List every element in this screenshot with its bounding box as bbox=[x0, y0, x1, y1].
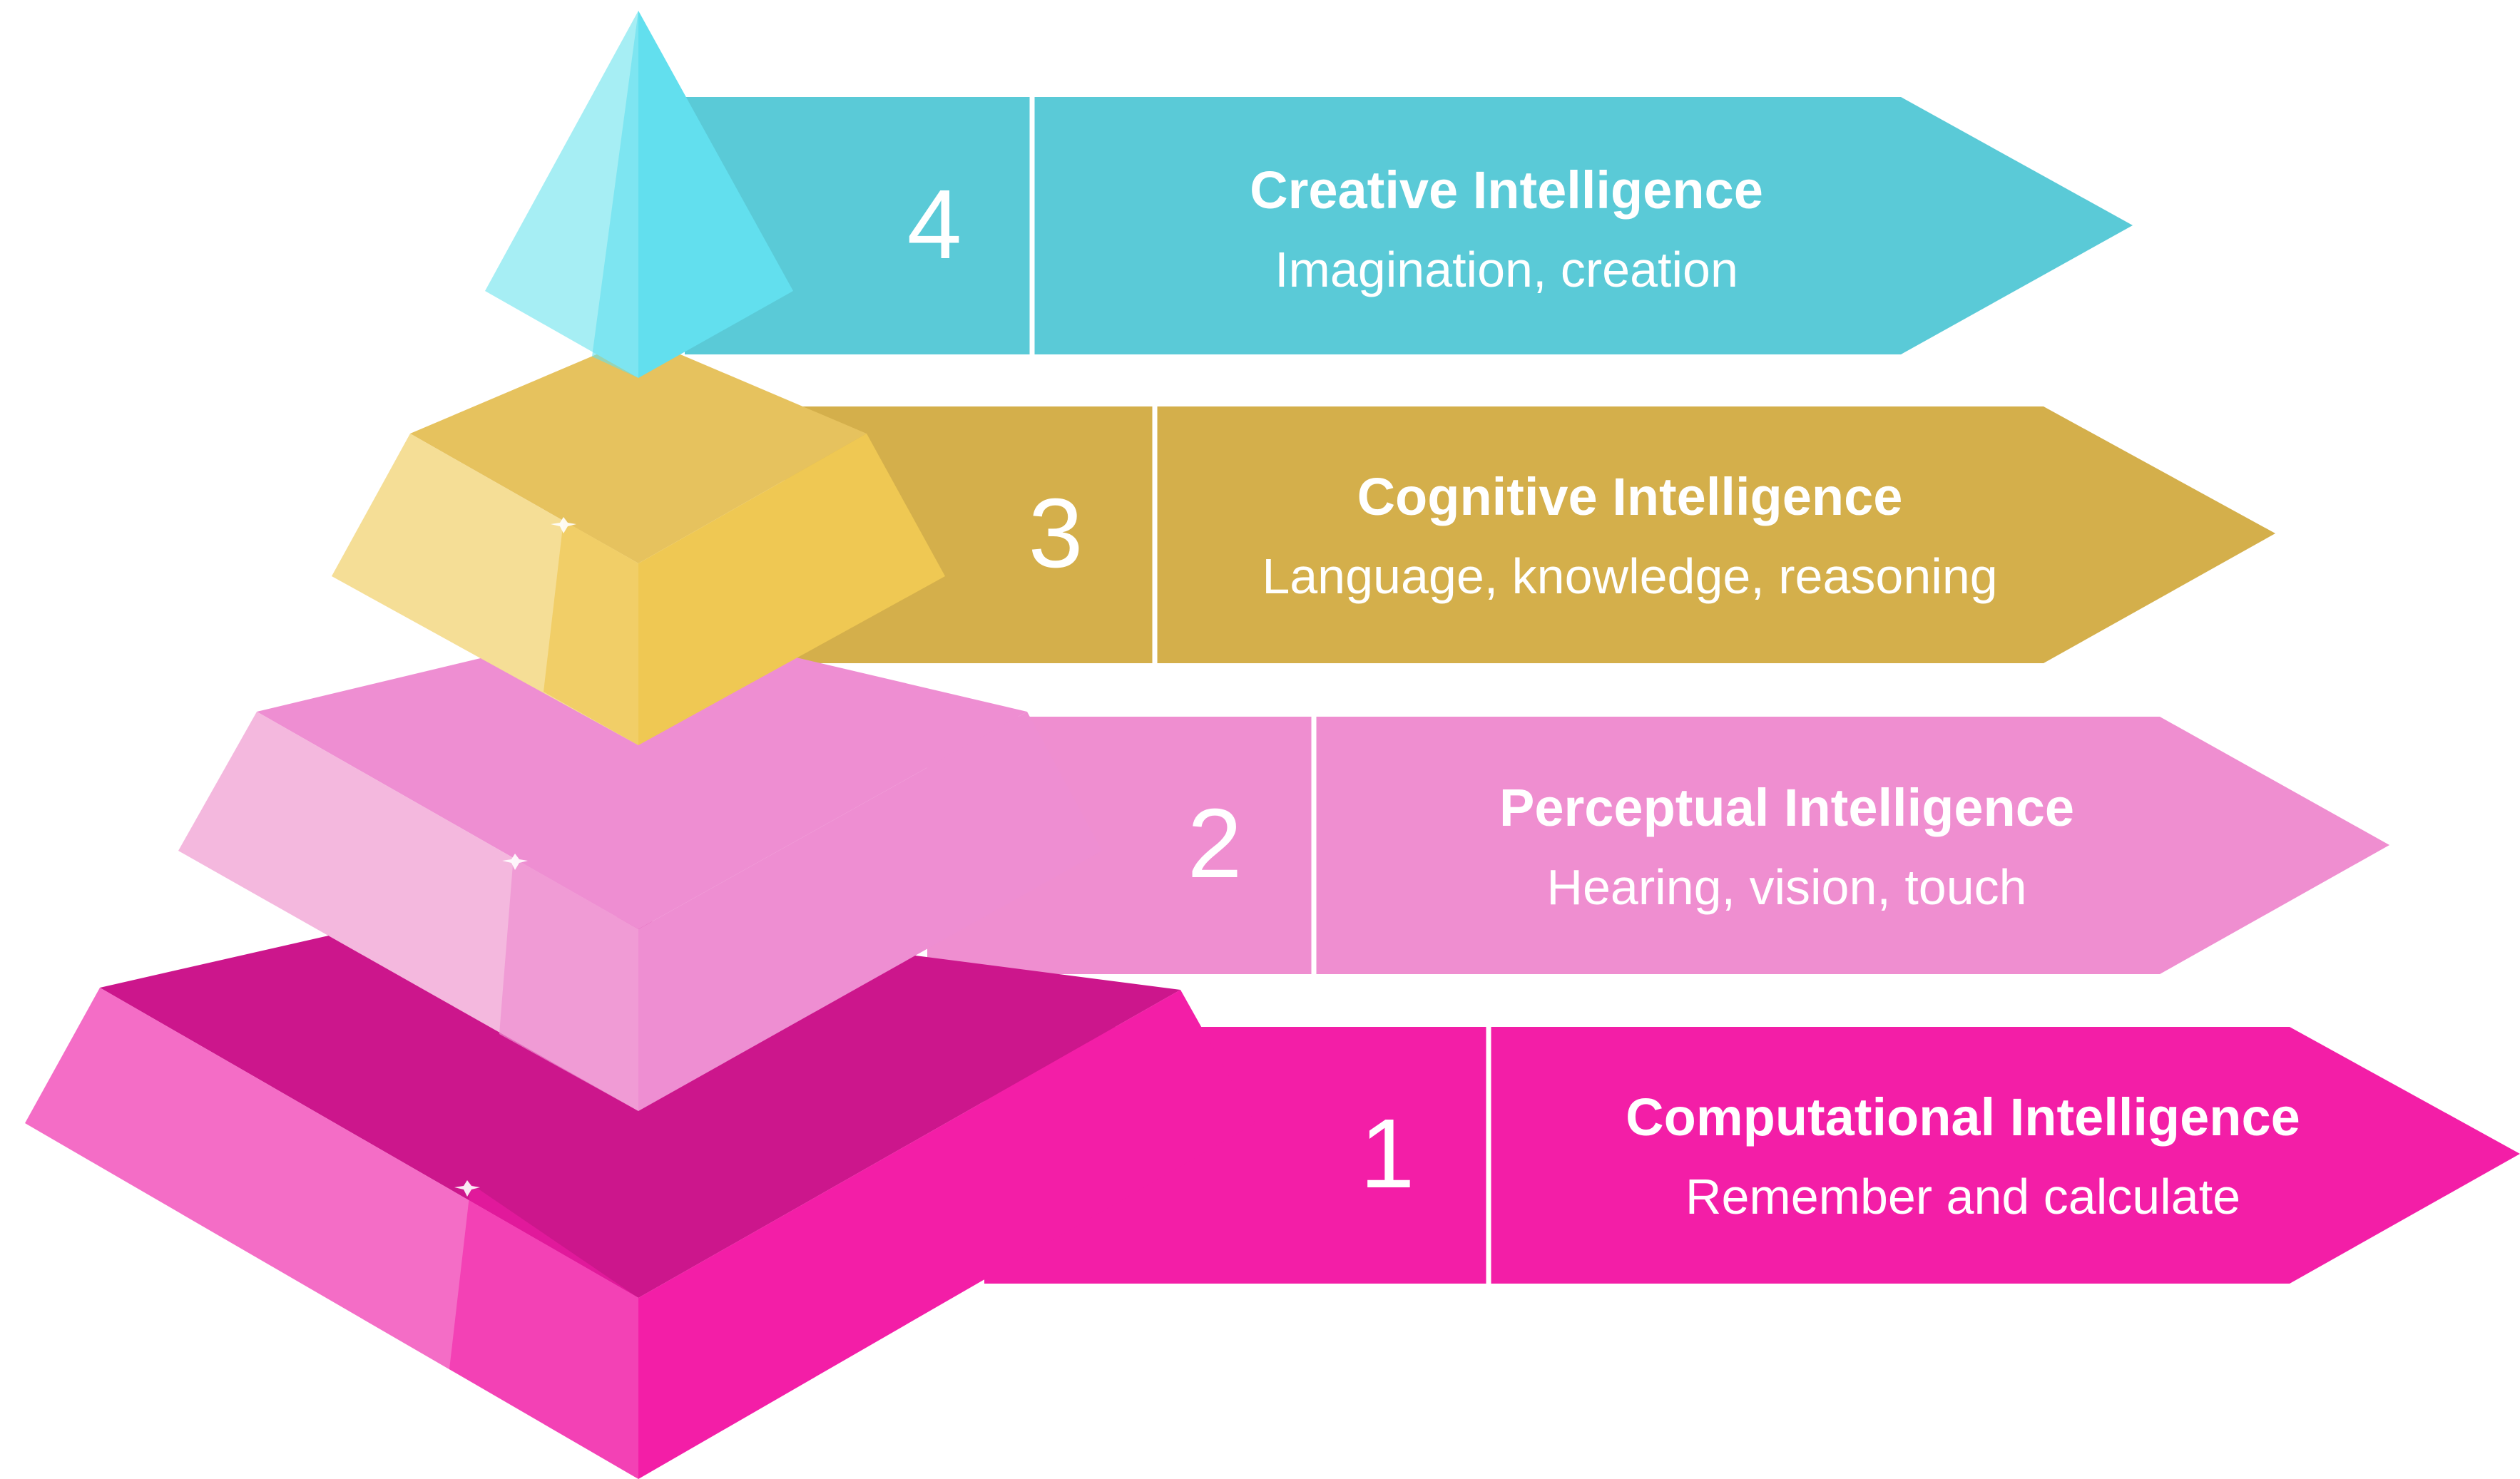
level-1-number: 1 bbox=[1360, 1099, 1415, 1209]
tier-1-shade bbox=[449, 1184, 638, 1479]
level-4-subtitle: Imagination, creation bbox=[1275, 242, 1738, 297]
sparkle-3 bbox=[454, 1180, 480, 1197]
banner-1-shape bbox=[984, 1027, 2520, 1284]
banner-4-shape bbox=[685, 97, 2133, 354]
level-1-title: Computational Intelligence bbox=[1626, 1088, 2300, 1147]
tier-2-shade bbox=[499, 856, 638, 1111]
level-3-title: Cognitive Intelligence bbox=[1357, 467, 1903, 526]
tier-2-top-face bbox=[257, 620, 1027, 929]
banner-level-2: 2 Perceptual Intelligence Hearing, visio… bbox=[927, 717, 2389, 974]
sparkle-2 bbox=[502, 854, 528, 870]
tier-1-right-face bbox=[638, 990, 1255, 1479]
level-1-subtitle: Remember and calculate bbox=[1685, 1169, 2240, 1224]
banner-level-4: 4 Creative Intelligence Imagination, cre… bbox=[685, 97, 2133, 354]
level-4-number: 4 bbox=[907, 170, 962, 280]
banner-3-shape bbox=[785, 406, 2275, 663]
level-3-number: 3 bbox=[1029, 478, 1083, 588]
pyramid-tier-2 bbox=[178, 620, 1102, 1111]
sparkle-1 bbox=[551, 517, 576, 533]
level-3-subtitle: Language, knowledge, reasoning bbox=[1262, 548, 1997, 604]
level-2-title: Perceptual Intelligence bbox=[1499, 778, 2074, 837]
tier-2-right-face bbox=[638, 712, 1102, 1111]
tier-3-top-face bbox=[410, 337, 867, 563]
pyramid-tier-4 bbox=[485, 11, 793, 378]
tier-3-right-face bbox=[638, 434, 945, 745]
level-2-number: 2 bbox=[1188, 789, 1243, 899]
tier-4-left-face bbox=[485, 11, 638, 378]
banner-2-shape bbox=[927, 717, 2389, 974]
level-4-title: Creative Intelligence bbox=[1250, 160, 1763, 220]
tier-4-shade bbox=[592, 11, 638, 378]
pyramid-tier-3 bbox=[332, 337, 945, 745]
tier-3-shade bbox=[544, 521, 638, 745]
banner-level-1: 1 Computational Intelligence Remember an… bbox=[984, 1027, 2520, 1284]
level-2-subtitle: Hearing, vision, touch bbox=[1546, 859, 2026, 915]
tier-4-right-face bbox=[638, 11, 793, 378]
sparkle-highlights bbox=[454, 517, 576, 1197]
banner-level-3: 3 Cognitive Intelligence Language, knowl… bbox=[785, 406, 2275, 663]
